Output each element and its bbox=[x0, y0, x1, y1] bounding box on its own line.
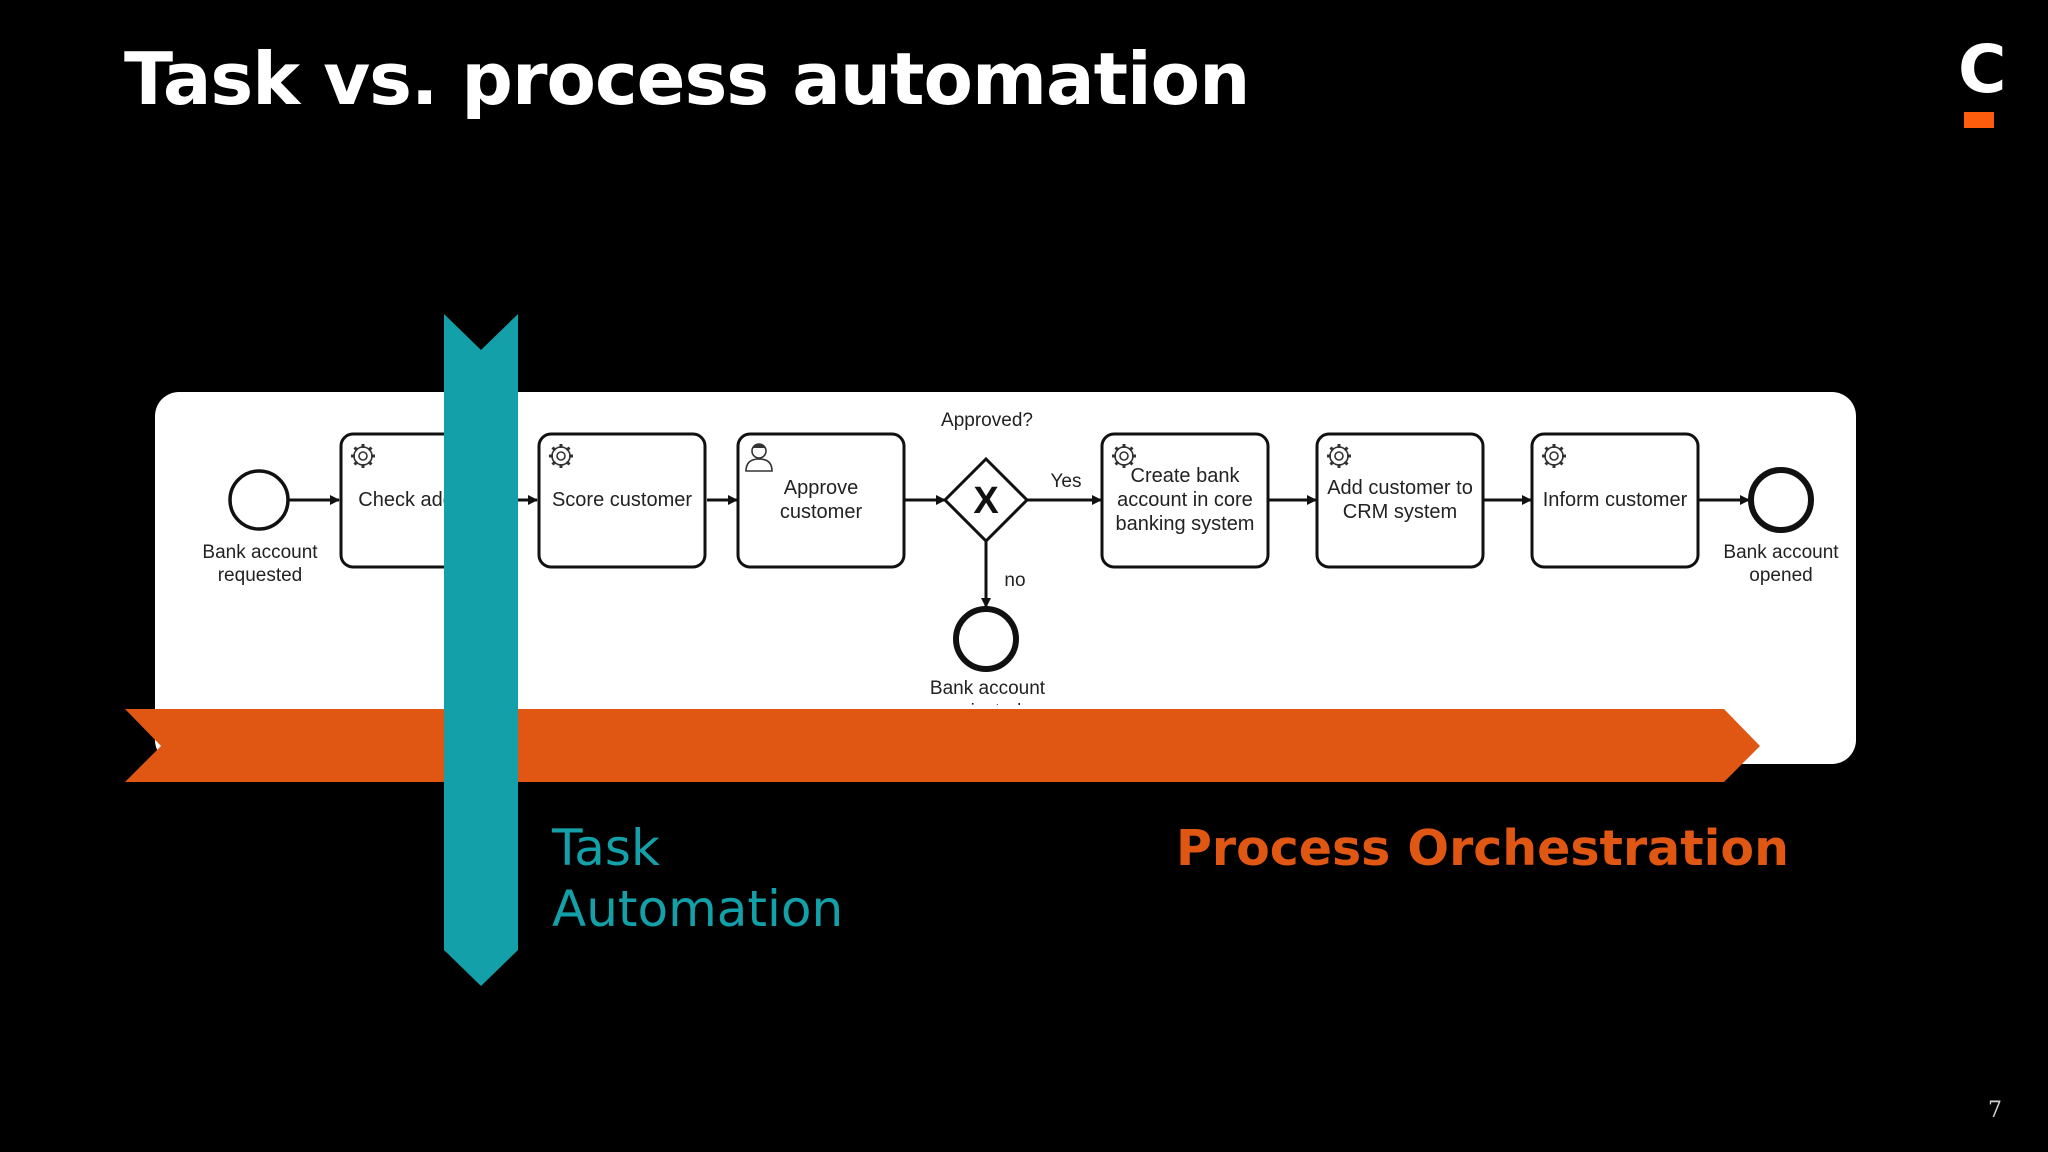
task-automation-label: Task Automation bbox=[552, 819, 844, 938]
task-add-customer-crm-label: Add customer to CRM system bbox=[1327, 477, 1473, 523]
process-orchestration-arrow bbox=[125, 709, 1760, 782]
gateway-x-glyph: X bbox=[973, 480, 999, 522]
task-create-bank-account bbox=[1100, 432, 1270, 569]
start-event bbox=[228, 469, 290, 531]
task-create-bank-account-label: Create bank account in core banking syst… bbox=[1115, 465, 1255, 535]
rejected-event-label-clip: Bank account rejected bbox=[900, 677, 1075, 705]
task-score-customer-label: Score customer bbox=[551, 489, 693, 511]
task-approve-customer-label: Approve customer bbox=[779, 477, 863, 523]
slide-title: Task vs. process automation bbox=[124, 37, 1250, 121]
gateway-no-label: no bbox=[1004, 570, 1026, 591]
gateway-label: Approved? bbox=[941, 410, 1033, 431]
sequence-flows bbox=[289, 495, 1750, 608]
task-inform-customer-label: Inform customer bbox=[1542, 489, 1688, 511]
exclusive-gateway: X bbox=[942, 456, 1030, 544]
task-score-customer bbox=[537, 432, 707, 569]
start-event-label: Bank account requested bbox=[202, 542, 318, 586]
page-number: 7 bbox=[1988, 1098, 2002, 1123]
end-event-rejected bbox=[953, 606, 1019, 672]
process-orchestration-label: Process Orchestration bbox=[1176, 820, 1789, 877]
user-icon bbox=[745, 443, 773, 472]
end-event-opened bbox=[1748, 467, 1814, 533]
logo-accent-bar bbox=[1964, 112, 1994, 128]
task-approve-customer bbox=[736, 432, 906, 569]
task-automation-arrow bbox=[444, 314, 518, 986]
gateway-yes-label: Yes bbox=[1050, 471, 1082, 492]
end-event-rejected-label: Bank account rejected bbox=[929, 678, 1046, 705]
task-add-customer-crm bbox=[1315, 432, 1485, 569]
task-inform-customer bbox=[1530, 432, 1700, 569]
end-event-opened-label: Bank account opened bbox=[1723, 542, 1839, 586]
